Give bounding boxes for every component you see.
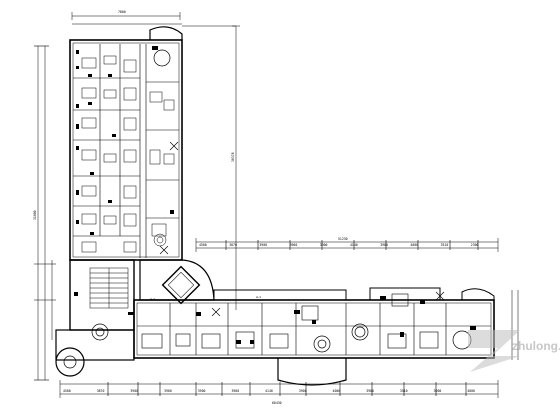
dimension-chain-value: 4000 [410,243,418,247]
room-label-1: A-1 [150,297,155,301]
dimension-chain-value: 3900 [434,389,442,393]
dimension-chain-value: 3900 [164,389,172,393]
dimension-chain-value: 3870 [97,389,105,393]
dimension-chain-value: 3900 [198,389,206,393]
corner-lobby [153,233,201,305]
bottom-dimension-text: 60430 [272,401,282,405]
left-dimension-text: 31000 [33,210,37,220]
dimension-chain-value: 3900 [320,243,328,247]
furniture-dark [74,46,476,344]
top-dimension-text: 7800 [118,10,126,14]
dimension-chain-value: 4500 [199,243,207,247]
dimension-chain-value: 4000 [333,389,341,393]
top-dimension-chain: 4500 3870 3900 3900 3900 4140 3900 4000 3510 2300 [199,243,479,247]
building-outline [55,26,495,386]
vertical-wing-rooms [73,44,179,258]
round-furniture [63,49,472,369]
plant-symbols [159,141,445,317]
staircase [89,267,129,309]
dimension-chain-value: 2300 [471,243,479,247]
bottom-dimension-chain: 4500 3870 3900 3900 3900 3900 4140 3900 4000 3900… [63,389,475,393]
dimension-chain-value: 3900 [290,243,298,247]
dimension-chain-value: 4140 [350,243,358,247]
room-fixtures [81,55,175,253]
dimension-chain-value: 4800 [467,389,475,393]
dimension-lines [37,12,519,398]
dimension-chain-value: 3900 [231,389,239,393]
dimension-chain-value: 4140 [265,389,273,393]
watermark: zhulong.com [468,330,560,372]
east-wing-rooms [137,293,491,355]
dimension-chain-value: 3510 [400,389,408,393]
dimension-chain-value: 3510 [441,243,449,247]
dimension-chain-value: 3870 [229,243,237,247]
watermark-text: zhulong.com [512,339,560,353]
dimension-chain-value: 3900 [130,389,138,393]
dimension-chain-value: 3900 [380,243,388,247]
dimension-chain-value: 3900 [299,389,307,393]
dimension-ticks [34,45,479,396]
vertical-dimension-text: 30378 [231,152,235,162]
dimension-chain-value: 3900 [259,243,267,247]
dimension-chain-value: 3900 [366,389,374,393]
horizontal-dimension-text: 51230 [338,237,348,241]
dimension-chain-value: 4500 [63,389,71,393]
room-label-2: A-1 [256,295,261,299]
